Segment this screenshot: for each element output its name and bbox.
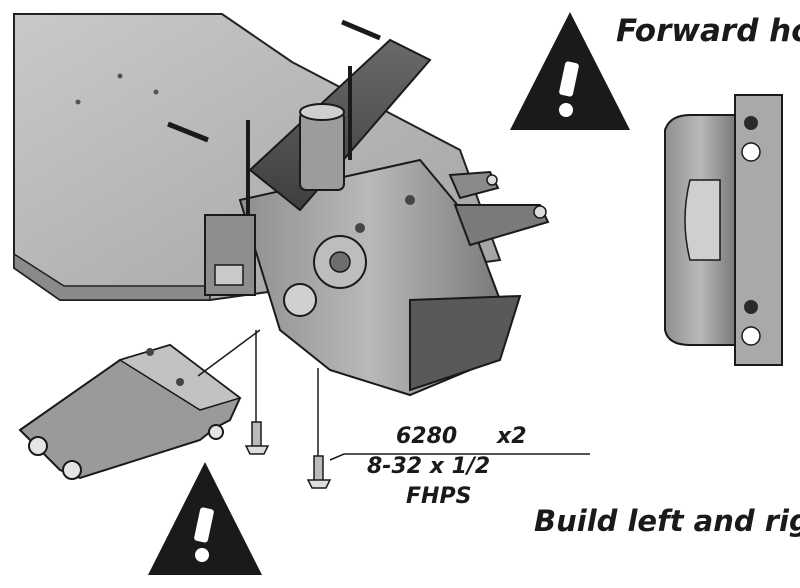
warning-icon [510,12,630,130]
part-number: 6280 [396,424,458,449]
warning-icon [148,462,262,575]
forward-holes-callout: Forward holes [616,13,800,49]
fhps-screw-left [244,421,270,455]
screw-guide-lines [197,329,590,461]
front-bulkhead [204,214,256,296]
part-name: FHPS [406,484,472,509]
build-sides-callout: Build left and right sides! [534,504,800,538]
forward-holes-detail [664,94,783,366]
lower-a-arm [18,343,242,480]
transmission-case [167,19,522,397]
fhps-screw-right [306,455,332,489]
right-suspension-arms [448,170,550,247]
quantity-badge: x2 [497,424,527,449]
part-size: 8-32 x 1/2 [367,454,491,479]
